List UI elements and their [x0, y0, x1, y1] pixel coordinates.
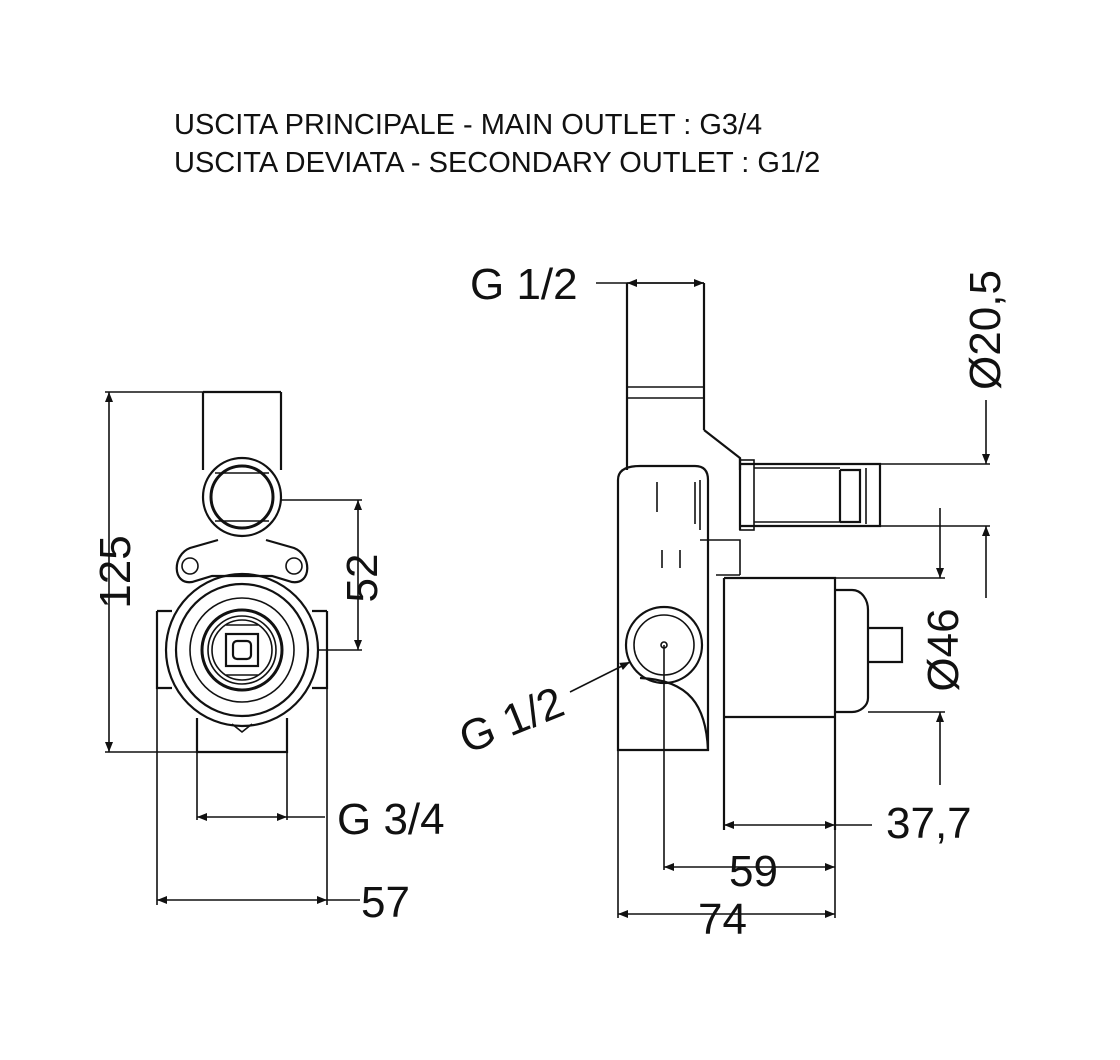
thread-label-g12-side: G 1/2 — [452, 678, 570, 764]
front-view: 125 52 G 3/4 57 — [91, 390, 445, 927]
front-round-body — [164, 572, 320, 728]
thread-label-g34: G 3/4 — [337, 795, 445, 844]
dim-label-59: 59 — [729, 847, 778, 896]
dim-label-20-5: Ø20,5 — [961, 270, 1010, 390]
side-cylinder — [722, 576, 837, 830]
dim-label-46: Ø46 — [919, 608, 968, 691]
cartridge-spindle — [224, 632, 260, 668]
side-body — [616, 464, 710, 752]
side-cartridge-cap — [835, 588, 870, 714]
dim-label-52: 52 — [338, 554, 387, 603]
dim-label-57: 57 — [361, 878, 410, 927]
front-mounting-bracket — [175, 538, 309, 584]
front-top-pipe — [201, 390, 283, 470]
dim-label-74: 74 — [698, 895, 747, 944]
dim-label-125: 125 — [91, 535, 140, 608]
front-top-nut-inner — [209, 464, 275, 530]
dim-label-37-7: 37,7 — [886, 799, 972, 848]
spec-header: USCITA PRINCIPALE - MAIN OUTLET : G3/4 U… — [174, 106, 820, 182]
secondary-outlet-spec: USCITA DEVIATA - SECONDARY OUTLET : G1/2 — [174, 147, 821, 179]
front-bottom-outlet — [195, 718, 289, 754]
main-outlet-spec: USCITA PRINCIPALE - MAIN OUTLET : G3/4 — [174, 109, 763, 141]
side-top-pipe — [625, 283, 706, 470]
front-top-nut — [201, 456, 283, 538]
side-view: G 1/2 Ø20,5 G 1/2 Ø46 37,7 59 74 — [452, 260, 1010, 944]
thread-label-g12-top: G 1/2 — [470, 260, 578, 309]
dim-leader-g12-side — [569, 661, 631, 693]
